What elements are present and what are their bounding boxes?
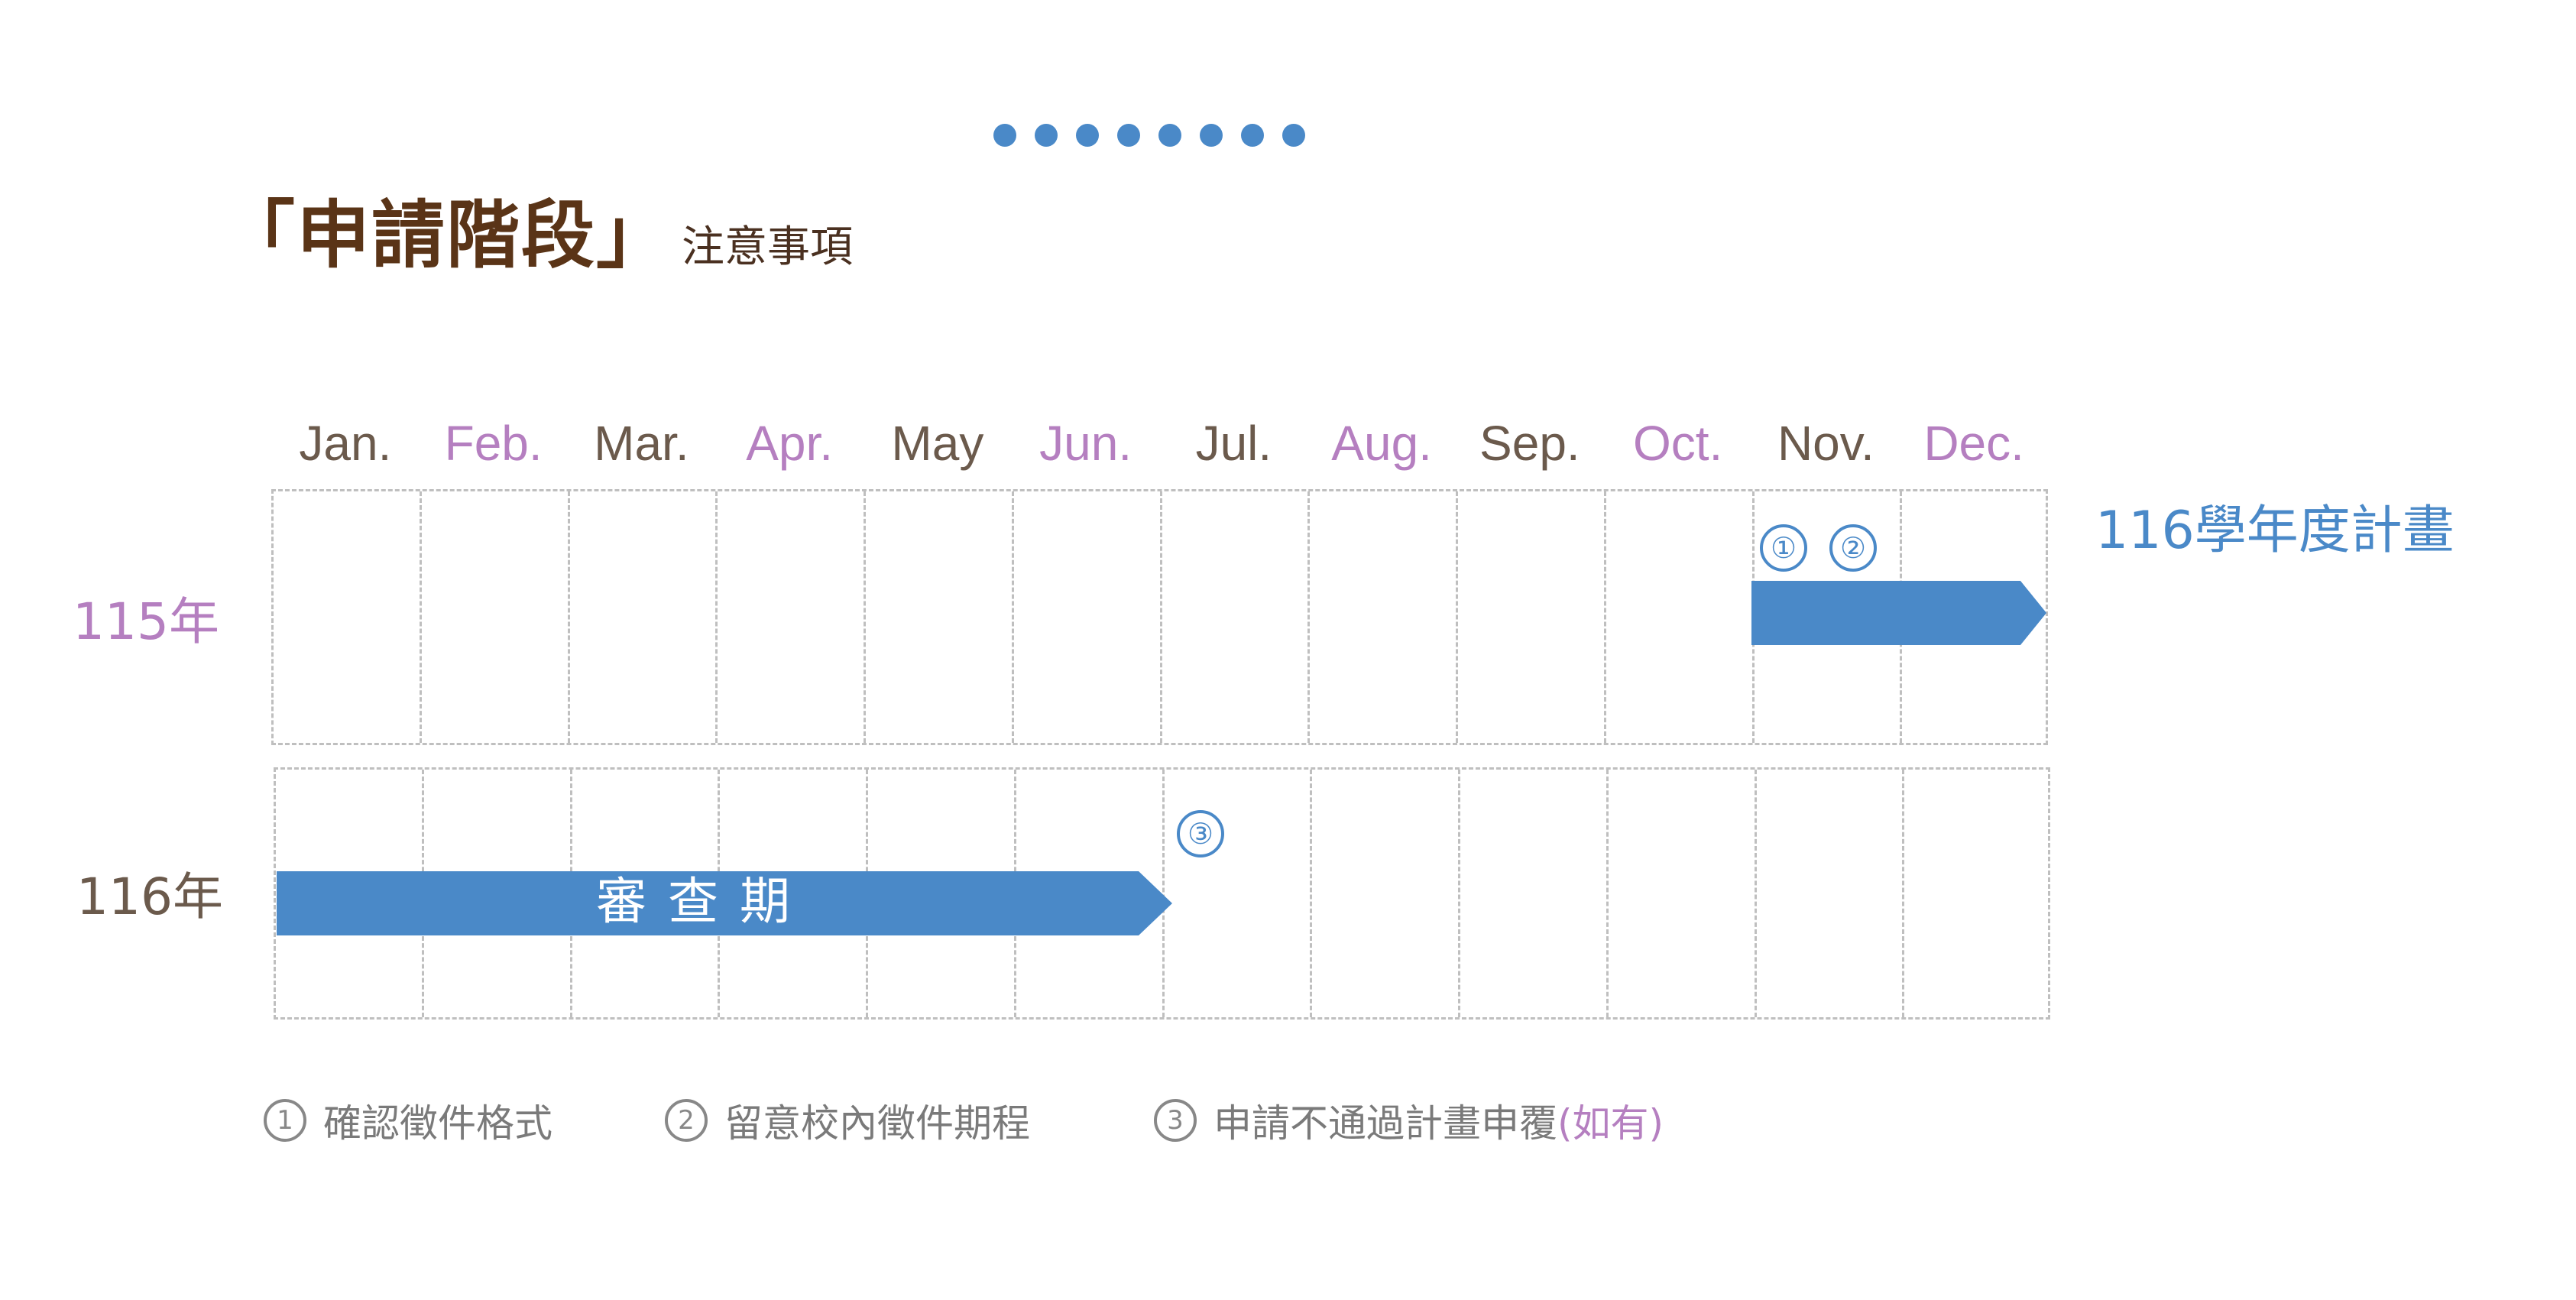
plan-year-label: 116學年度計畫 [2095,501,2454,561]
dot [1200,124,1223,147]
month-label: Feb. [444,416,543,471]
month-label: Jan. [299,416,392,471]
legend-item-1: 1 確認徵件格式 [264,1093,552,1148]
grid-column-line [1307,491,1311,743]
grid-column-line [567,491,570,743]
dot [1035,124,1058,147]
decorative-dots [993,124,1305,147]
legend-item-3: 3 申請不通過計畫申覆 (如有) [1154,1093,1664,1148]
step-marker-3: ③ [1177,810,1224,857]
grid-column-line [715,491,718,743]
month-label: Mar. [594,416,689,471]
grid-column-line [1902,770,1905,1017]
grid-column-line [1456,491,1458,743]
grid-column-line [1011,491,1014,743]
review-period-label: 審查期 [596,872,812,931]
year-label-115: 115年 [73,592,219,651]
month-label: May [891,416,984,471]
dot [1241,124,1264,147]
dot [993,124,1016,147]
grid-column-line [1458,770,1460,1017]
page-title-main: 「申請階段」 [222,192,671,278]
dot [1117,124,1140,147]
legend-extra: (如有) [1557,1101,1664,1146]
page-title: 「申請階段」 注意事項 [222,176,853,282]
grid-column-line [1606,770,1609,1017]
grid-column-line [1754,770,1757,1017]
dot [1076,124,1099,147]
legend-number: 2 [665,1099,708,1142]
legend-item-2: 2 留意校內徵件期程 [665,1093,1030,1148]
legend-number: 3 [1154,1099,1197,1142]
grid-column-line [1310,770,1313,1017]
dot [1158,124,1181,147]
month-label: Jul. [1195,416,1272,471]
step-marker-2: ② [1829,524,1877,572]
month-label: Sep. [1479,416,1580,471]
application-period-bar [1751,581,2046,645]
grid-column-line [1162,770,1165,1017]
month-label: Nov. [1777,416,1874,471]
month-label: Apr. [746,416,834,471]
review-period-bar [277,871,1172,935]
grid-column-line [864,491,866,743]
year-label-116: 116年 [76,867,223,926]
month-label: Aug. [1331,416,1432,471]
legend-text: 留意校內徵件期程 [724,1101,1030,1146]
legend-text: 確認徵件格式 [323,1101,552,1146]
dot [1282,124,1305,147]
grid-column-line [1603,491,1606,743]
legend-text: 申請不通過計畫申覆 [1213,1101,1557,1146]
grid-column-line [419,491,422,743]
page-title-sub: 注意事項 [682,222,853,272]
month-label: Oct. [1632,416,1723,471]
month-label: Jun. [1039,416,1132,471]
step-marker-1: ① [1760,524,1807,572]
month-label: Dec. [1923,416,2024,471]
legend-number: 1 [264,1099,306,1142]
grid-column-line [1159,491,1162,743]
